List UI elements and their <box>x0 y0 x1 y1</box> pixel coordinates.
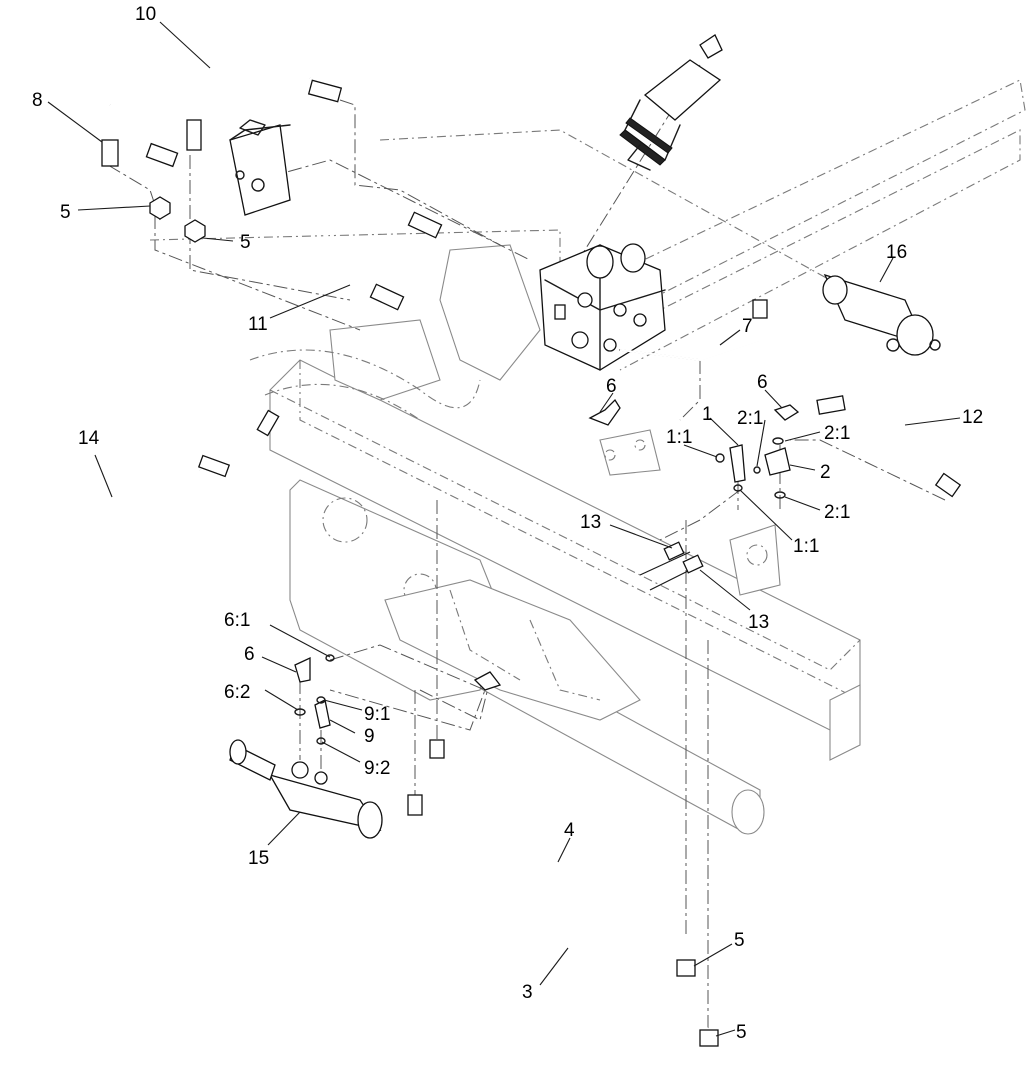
callout-7: 7 <box>742 316 753 337</box>
callout-6-center: 6 <box>606 376 617 397</box>
hose-12 <box>816 395 962 498</box>
tube-3 <box>407 794 719 1047</box>
cylinder-15 <box>229 739 383 839</box>
callout-5-top: 5 <box>240 232 251 253</box>
callout-15: 15 <box>248 848 269 869</box>
callout-4: 4 <box>564 820 575 841</box>
callout-13-left: 13 <box>580 512 601 533</box>
callout-2-1-upper: 2:1 <box>737 408 763 429</box>
callout-1-1-lower: 1:1 <box>793 536 819 557</box>
control-valve-block <box>539 243 666 371</box>
callout-5-mid: 5 <box>734 930 745 951</box>
leader-lines <box>47 21 961 1037</box>
callout-2-1-lower: 2:1 <box>824 502 850 523</box>
callout-3: 3 <box>522 982 533 1003</box>
callout-1-1-upper: 1:1 <box>666 427 692 448</box>
callout-6-2: 6:2 <box>224 682 250 703</box>
hose-8 <box>101 104 179 168</box>
fittings <box>149 196 800 745</box>
callout-8: 8 <box>32 90 43 111</box>
tube-4 <box>429 739 696 977</box>
hose-14 <box>7 409 280 581</box>
callout-labels: 10 8 5 5 11 16 7 6 6 1 1:1 2:1 2:1 12 2 … <box>32 4 983 1043</box>
cylinder-16 <box>822 273 941 356</box>
callout-16: 16 <box>886 242 907 263</box>
frame-outline <box>149 79 1026 835</box>
callout-9: 9 <box>364 726 375 747</box>
callout-11: 11 <box>248 314 268 335</box>
valve-body <box>229 119 291 216</box>
callout-1: 1 <box>702 404 713 425</box>
callout-6-1: 6:1 <box>224 610 250 631</box>
callout-9-2: 9:2 <box>364 758 390 779</box>
tube-7 <box>619 299 768 362</box>
hydraulic-motor <box>619 34 723 171</box>
hose-11 <box>323 201 443 311</box>
callout-14: 14 <box>78 428 100 449</box>
callout-6-lower: 6 <box>244 644 255 665</box>
hose-13 <box>639 541 704 591</box>
callout-10: 10 <box>135 4 156 25</box>
callout-9-1: 9:1 <box>364 704 390 725</box>
callout-5-top-left: 5 <box>60 202 71 223</box>
hose-10 <box>186 59 343 151</box>
callout-2: 2 <box>820 462 831 483</box>
callout-5-bottom: 5 <box>736 1022 747 1043</box>
callout-2-1-right: 2:1 <box>824 423 850 444</box>
callout-6-right: 6 <box>757 372 768 393</box>
callout-12: 12 <box>962 407 983 428</box>
callout-13-right: 13 <box>748 612 769 633</box>
